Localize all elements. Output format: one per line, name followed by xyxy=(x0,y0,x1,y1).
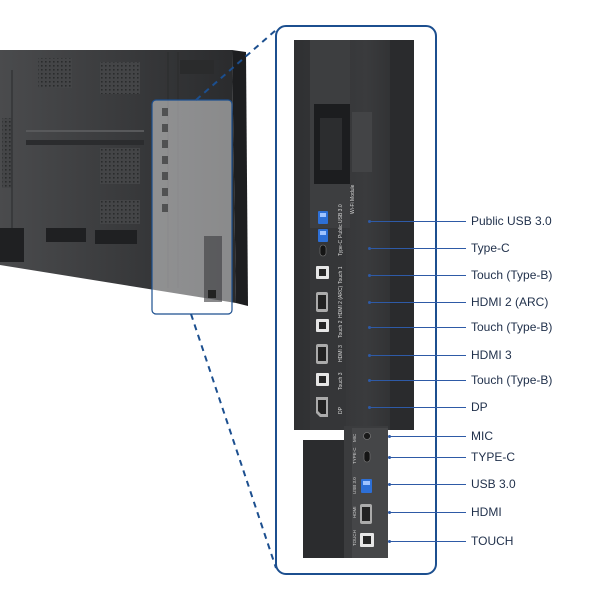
leader-line xyxy=(370,302,466,303)
leader-line xyxy=(370,275,466,276)
wall-mount-bracket xyxy=(0,228,24,262)
leader-line xyxy=(370,355,466,356)
panel-edge xyxy=(390,40,414,430)
public-usb-panel-text: Public USB 3.0 xyxy=(338,204,344,238)
label-usb-3-0: USB 3.0 xyxy=(471,477,516,491)
leader-dot xyxy=(368,220,371,223)
wall-mount-bracket xyxy=(95,230,137,244)
leader-dot xyxy=(368,326,371,329)
label-touch-type-b-3: Touch (Type-B) xyxy=(471,373,553,387)
touch-2-panel-text: Touch 2 xyxy=(338,320,344,338)
leader-dot xyxy=(388,483,391,486)
usb-b-port-icon xyxy=(316,373,329,386)
hdmi-port-icon xyxy=(360,504,372,524)
leader-line xyxy=(390,541,466,542)
usb-a-blue-port-icon xyxy=(318,211,328,242)
wifi-module-text: Wi-Fi Module xyxy=(350,184,356,214)
label-public-usb-3-0: Public USB 3.0 xyxy=(471,214,552,228)
usb-b-port-icon xyxy=(316,266,329,279)
usb-b-port-icon xyxy=(316,319,329,332)
mounting-rail xyxy=(26,130,144,132)
label-touch: TOUCH xyxy=(471,534,514,548)
vent-grille xyxy=(38,58,72,88)
leader-line xyxy=(370,327,466,328)
label-hdmi-2-arc: HDMI 2 (ARC) xyxy=(471,295,549,309)
label-type-c: Type-C xyxy=(471,241,510,255)
wall-mount-bracket xyxy=(46,228,86,242)
zoomed-side-panel: Wi-Fi Module Public USB 3.0 Type-C Touch… xyxy=(294,40,414,558)
leader-line xyxy=(390,436,466,437)
vent-grille xyxy=(100,200,140,224)
slot-latch xyxy=(352,112,372,172)
label-touch-type-b-2: Touch (Type-B) xyxy=(471,320,553,334)
label-hdmi-3: HDMI 3 xyxy=(471,348,512,362)
label-dp: DP xyxy=(471,400,488,414)
vent-grille xyxy=(2,118,12,188)
dp-panel-text: DP xyxy=(338,406,344,414)
label-touch-type-b-1: Touch (Type-B) xyxy=(471,268,553,282)
leader-dot xyxy=(388,456,391,459)
hdmi-port-icon xyxy=(316,344,328,364)
front-touch-panel-text: TOUCH xyxy=(352,530,357,546)
leader-dot xyxy=(368,379,371,382)
label-type-c-front: TYPE-C xyxy=(471,450,516,464)
front-mic-panel-text: MIC xyxy=(352,433,357,442)
touch-1-panel-text: Touch 1 xyxy=(338,266,344,284)
leader-dot xyxy=(388,540,391,543)
front-type-c-panel-text: TYPE-C xyxy=(352,447,357,464)
mic-jack-icon xyxy=(363,432,371,440)
type-c-panel-text: Type-C xyxy=(338,239,344,256)
leader-line xyxy=(370,248,466,249)
mini-front-panel xyxy=(204,236,222,302)
leader-line xyxy=(390,512,466,513)
vent-grille xyxy=(100,62,140,94)
leader-line xyxy=(370,380,466,381)
leader-line xyxy=(370,221,466,222)
leader-line xyxy=(390,457,466,458)
usb-b-port-icon xyxy=(360,533,374,547)
display-back-view xyxy=(0,50,248,315)
displayport-icon xyxy=(316,397,328,417)
leader-dot xyxy=(388,511,391,514)
wifi-module-card xyxy=(320,118,342,170)
leader-dot xyxy=(368,406,371,409)
speaker-bar xyxy=(180,60,214,74)
mini-touch-port xyxy=(208,290,216,298)
hdmi-3-panel-text: HDMI 3 xyxy=(338,345,344,362)
vent-grille xyxy=(100,148,140,184)
hdmi-port-icon xyxy=(316,292,328,312)
leader-dot xyxy=(368,354,371,357)
label-mic: MIC xyxy=(471,429,493,443)
front-hdmi-panel-text: HDMI xyxy=(352,507,357,519)
display-bezel-edge xyxy=(232,50,248,306)
leader-line xyxy=(370,407,466,408)
mounting-rail xyxy=(26,140,144,145)
touch-3-panel-text: Touch 3 xyxy=(338,372,344,390)
leader-dot xyxy=(368,274,371,277)
usb-c-port-icon xyxy=(363,450,371,463)
leader-dot xyxy=(368,247,371,250)
leader-line xyxy=(390,484,466,485)
zoom-leader-bottom xyxy=(190,313,277,569)
leader-dot xyxy=(368,301,371,304)
front-panel-housing xyxy=(303,440,351,558)
front-usb-panel-text: USB 3.0 xyxy=(352,477,357,494)
label-hdmi: HDMI xyxy=(471,505,502,519)
usb-a-blue-port-icon xyxy=(361,479,372,493)
zoom-leader-top xyxy=(195,29,277,101)
hdmi-2-arc-panel-text: HDMI 2 (ARC) xyxy=(338,285,344,318)
usb-c-port-icon xyxy=(319,244,327,257)
leader-dot xyxy=(388,435,391,438)
